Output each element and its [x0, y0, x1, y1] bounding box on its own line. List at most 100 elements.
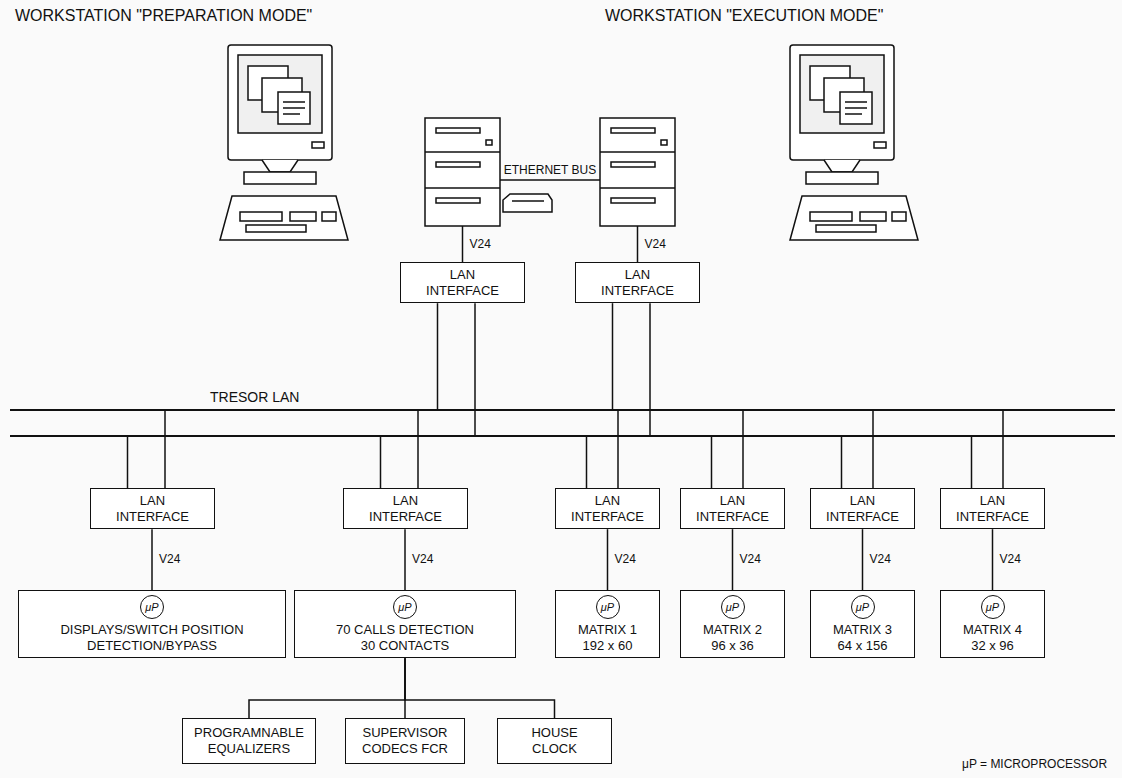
lan-bus: TRESOR LAN	[10, 409, 1115, 437]
lan-interface-box: LAN INTERFACE	[680, 488, 785, 529]
workstation: WORKSTATION "EXECUTION MODE"	[600, 6, 1000, 226]
box-label: 32 x 96	[971, 638, 1014, 654]
monitor	[283, 101, 305, 103]
box-label: DISPLAYS/SWITCH POSITION DETECTION/BYPAS…	[27, 622, 277, 653]
microprocessor-circle: μP	[981, 595, 1005, 619]
connector	[637, 226, 638, 262]
monitor	[790, 45, 894, 160]
box-label: LAN INTERFACE	[693, 493, 772, 524]
connector	[438, 303, 476, 437]
box-label: LAN INTERFACE	[568, 493, 647, 524]
monitor	[262, 160, 298, 172]
box-label: LAN INTERFACE	[598, 267, 677, 298]
microprocessor-mark: μP	[986, 602, 999, 613]
computer-tower	[436, 162, 480, 167]
computer-tower	[425, 187, 500, 189]
computer-tower	[425, 151, 500, 153]
connector-line	[649, 303, 651, 437]
lan-interface-box: LAN INTERFACE	[400, 262, 525, 303]
connector	[607, 529, 608, 590]
computer-tower	[661, 140, 667, 145]
matrix-box: μP MATRIX 1192 x 60	[555, 590, 660, 658]
computer-tower	[436, 128, 480, 133]
connector-line	[404, 529, 406, 590]
computer-tower	[611, 128, 655, 133]
box-label: MATRIX 4	[963, 622, 1022, 638]
monitor	[228, 45, 332, 184]
monitor	[283, 113, 300, 115]
workstation-heading: WORKSTATION "EXECUTION MODE"	[600, 6, 1000, 25]
box-label: MATRIX 1	[578, 622, 637, 638]
microprocessor-circle: μP	[596, 595, 620, 619]
keyboard	[860, 212, 886, 221]
monitor	[840, 92, 872, 124]
lan-interface-box: LAN INTERFACE	[343, 488, 468, 529]
connector-line	[249, 658, 405, 718]
box-label: PROGRAMNABLE EQUALIZERS	[191, 725, 307, 756]
controller-box: μP70 CALLS DETECTION30 CONTACTS	[294, 590, 516, 658]
computer-tower	[436, 198, 480, 203]
monitor	[800, 55, 884, 133]
box-label: 192 x 60	[583, 638, 633, 654]
connector	[500, 180, 600, 181]
lan-interface-box: LAN INTERFACE	[575, 262, 700, 303]
interface-label: V24	[738, 552, 763, 566]
connector	[405, 658, 555, 718]
printer	[503, 194, 552, 212]
computer-tower	[425, 118, 500, 226]
box-label: HOUSE CLOCK	[528, 725, 581, 756]
box-label: MATRIX 2	[703, 622, 762, 638]
interface-label: V24	[643, 237, 668, 251]
monitor	[312, 142, 324, 148]
microprocessor-circle: μP	[140, 595, 164, 619]
keyboard	[816, 225, 876, 232]
box-label: LAN INTERFACE	[423, 267, 502, 298]
microprocessor-circle: μP	[851, 595, 875, 619]
box-label: LAN INTERFACE	[113, 493, 192, 524]
keyboard	[790, 196, 918, 240]
keyboard	[810, 212, 852, 221]
microprocessor-circle: μP	[721, 595, 745, 619]
connector	[732, 529, 733, 590]
connector-line	[637, 226, 639, 262]
keyboard	[220, 196, 348, 240]
microprocessor-mark: μP	[601, 602, 614, 613]
interface-label: V24	[613, 552, 638, 566]
matrix-box: μP MATRIX 296 x 36	[680, 590, 785, 658]
workstation: WORKSTATION "PREPARATION MODE"	[10, 6, 500, 226]
connector-line	[732, 529, 734, 590]
bus-label: ETHERNET BUS	[502, 163, 598, 177]
connector	[152, 529, 153, 590]
matrix-box: μPMATRIX 364 x 156	[810, 590, 915, 658]
lan-interface-box: LAN INTERFACE	[940, 488, 1045, 529]
connector	[587, 409, 619, 488]
connector	[249, 658, 405, 718]
connector-line	[500, 179, 600, 181]
connector	[842, 409, 874, 488]
monitor	[790, 45, 894, 184]
keyboard	[240, 212, 282, 221]
connector-line	[380, 437, 382, 488]
box-label: SUPERVISOR CODECS FCR	[359, 725, 451, 756]
connector	[128, 409, 166, 488]
monitor	[283, 107, 305, 109]
workstation-heading: WORKSTATION "PREPARATION MODE"	[10, 6, 500, 25]
keyboard	[892, 212, 906, 221]
interface-label: V24	[410, 552, 435, 566]
keyboard	[290, 212, 316, 221]
footnote: μP = MICROPROCESSOR	[960, 757, 1109, 771]
interface-label: V24	[468, 237, 493, 251]
connector	[381, 409, 419, 488]
interface-label: V24	[998, 552, 1023, 566]
monitor	[824, 160, 860, 172]
connector-line	[1002, 409, 1004, 488]
connector-line	[151, 529, 153, 590]
connector-line	[462, 226, 464, 262]
box-label: 96 x 36	[711, 638, 754, 654]
connector	[972, 409, 1004, 488]
connector-line	[841, 437, 843, 488]
box-label: MATRIX 3	[833, 622, 892, 638]
printer	[503, 194, 552, 212]
matrix-box: μP MATRIX 432 x 96	[940, 590, 1045, 658]
